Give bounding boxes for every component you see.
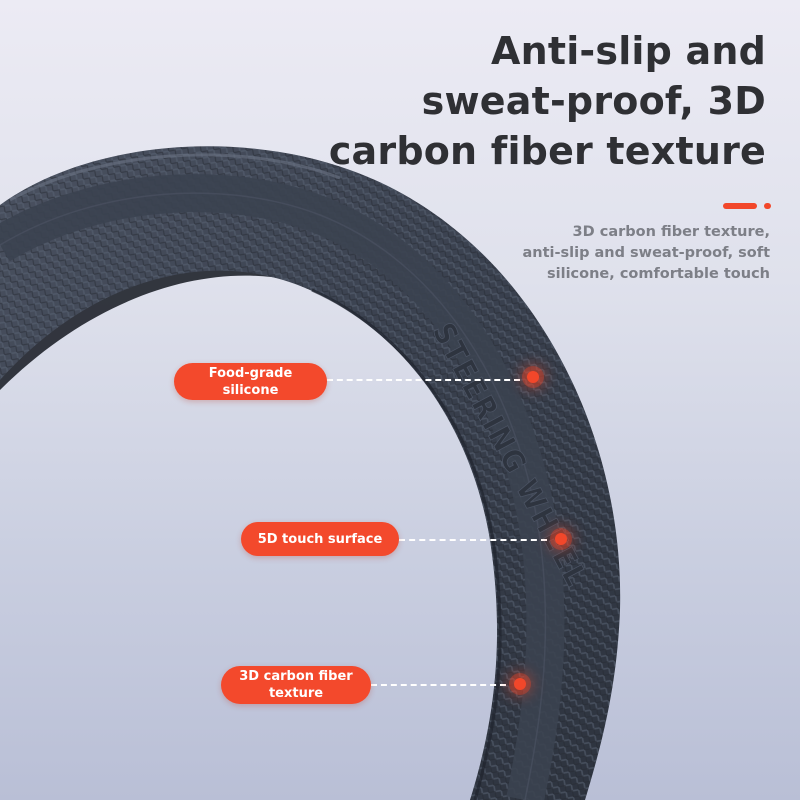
carbon-texture	[0, 146, 621, 800]
callout-leader-line	[371, 684, 506, 686]
callout-food-grade-silicone: Food-grade silicone	[174, 363, 327, 400]
wheel-highlight	[9, 153, 341, 202]
callout-label-line-2: silicone	[222, 382, 279, 398]
description-line-3: silicone, comfortable touch	[547, 266, 770, 282]
feature-description: 3D carbon fiber texture, anti-slip and s…	[410, 222, 770, 285]
headline-line-2: sweat-proof, 3D	[421, 79, 766, 123]
hotspot-dot-icon	[527, 371, 539, 383]
headline: Anti-slip and sweat-proof, 3D carbon fib…	[246, 26, 766, 176]
callout-label-line-1: 3D carbon fiber	[239, 669, 353, 684]
hotspot-dot-icon	[555, 533, 567, 545]
callout-label-line-1: Food-grade	[208, 365, 293, 381]
hotspot-dot-icon	[514, 678, 526, 690]
description-line-2: anti-slip and sweat-proof, soft	[522, 245, 770, 261]
callout-5d-touch-surface: 5D touch surface	[241, 522, 399, 556]
callout-leader-line	[327, 379, 520, 381]
accent-dot	[764, 203, 771, 209]
accent-divider	[723, 203, 771, 209]
callout-3d-carbon-fiber-texture: 3D carbon fiber texture	[221, 666, 371, 704]
description-line-1: 3D carbon fiber texture,	[572, 224, 770, 240]
callout-label-line-1: 5D touch surface	[257, 531, 383, 547]
headline-line-3: carbon fiber texture	[328, 129, 766, 173]
headline-line-1: Anti-slip and	[490, 29, 766, 73]
accent-dash	[723, 203, 757, 209]
callout-leader-line	[399, 539, 547, 541]
callout-label-line-2: texture	[268, 686, 324, 701]
